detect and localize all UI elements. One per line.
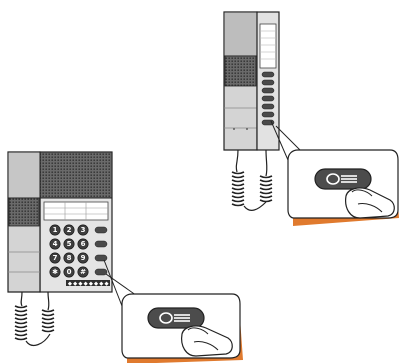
svg-text:5: 5 xyxy=(67,240,72,248)
svg-text:6: 6 xyxy=(81,240,86,248)
keypad-key: # xyxy=(78,267,88,277)
keypad-key: 0 xyxy=(64,267,74,277)
keypad-key: 5 xyxy=(64,239,74,249)
callout-bubble-wall xyxy=(288,150,399,226)
keypad-key: 2 xyxy=(64,225,74,235)
desk-intercom-icon: 1 2 3 4 5 6 7 8 9 ✱ 0 # ◆ ◆ ◆ ◆ ◆ ◆ ◆ ◆ xyxy=(8,152,112,345)
svg-text:2: 2 xyxy=(67,226,72,234)
keypad-key: 6 xyxy=(78,239,88,249)
keypad-key: 8 xyxy=(64,253,74,263)
callout-bubble-desk xyxy=(122,294,243,363)
wall-intercom-icon xyxy=(224,12,279,210)
keypad-key: 1 xyxy=(50,225,60,235)
keypad-key: 3 xyxy=(78,225,88,235)
brand-label: ◆ ◆ ◆ ◆ ◆ ◆ ◆ ◆ xyxy=(67,281,109,287)
keypad-key: 4 xyxy=(50,239,60,249)
svg-text:4: 4 xyxy=(53,240,58,248)
svg-text:7: 7 xyxy=(53,254,58,262)
svg-text:#: # xyxy=(80,268,86,276)
svg-text:1: 1 xyxy=(53,226,58,234)
door-release-button-icon xyxy=(315,169,371,189)
svg-text:8: 8 xyxy=(67,254,72,262)
door-release-button-icon xyxy=(148,308,204,328)
keypad-key: ✱ xyxy=(50,267,60,277)
svg-text:✱: ✱ xyxy=(52,268,58,276)
svg-text:9: 9 xyxy=(81,254,86,262)
keypad-key: 9 xyxy=(78,253,88,263)
svg-text:0: 0 xyxy=(67,268,72,276)
svg-text:3: 3 xyxy=(81,226,86,234)
keypad-key: 7 xyxy=(50,253,60,263)
